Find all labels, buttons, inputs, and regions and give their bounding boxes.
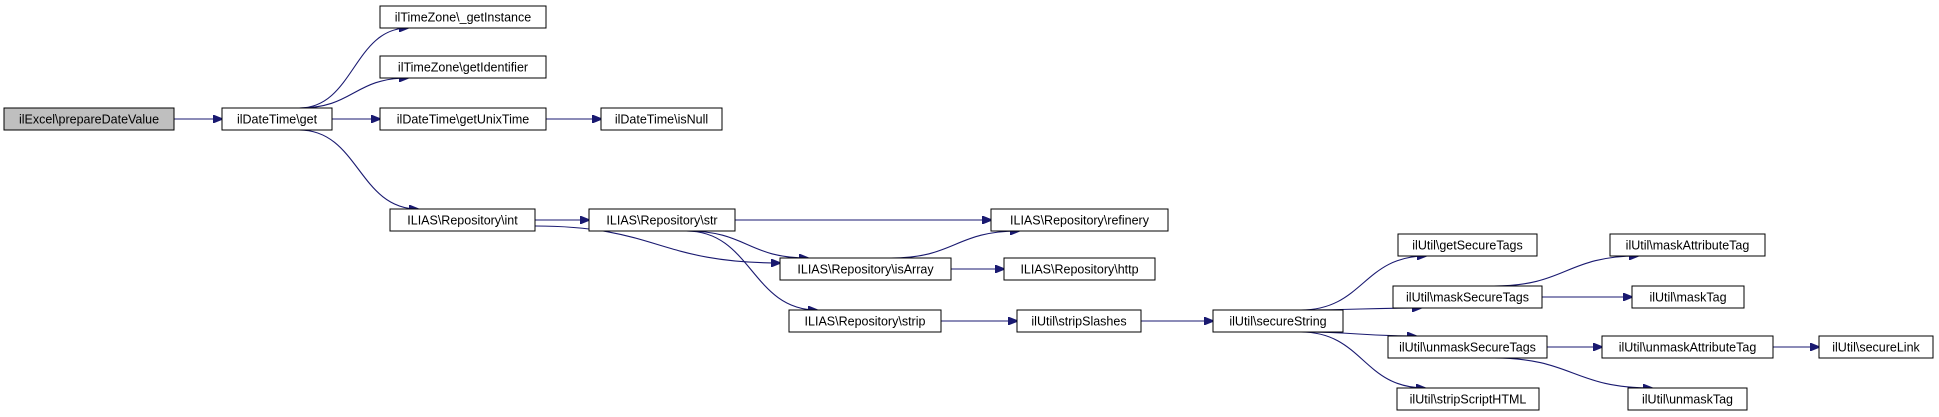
edge-n15-to-n18 [1493,256,1638,287]
node-box[interactable] [379,5,547,29]
node-layer: ilExcel\prepareDateValue ilDateTime\get il… [3,5,1934,411]
node-box[interactable] [3,107,175,131]
node-ilexcel-preparedatevalue[interactable]: ilExcel\prepareDateValue [3,107,175,131]
node-box[interactable] [1387,335,1548,359]
node-label: ilUtil\unmaskSecureTags [1399,341,1536,355]
node-box[interactable] [221,107,333,131]
node-iltimezone-getinstance[interactable]: ilTimeZone\_getInstance [379,5,547,29]
node-ilutil-getsecuretags[interactable]: ilUtil\getSecureTags [1397,233,1538,257]
node-box[interactable] [588,208,736,232]
node-ilias-repository-refinery[interactable]: ILIAS\Repository\refinery [990,208,1169,232]
edge-n9-to-n8 [891,231,1019,259]
node-box[interactable] [1212,309,1344,333]
node-label: ilDateTime\isNull [615,113,708,127]
node-ilutil-unmaskattributetag[interactable]: ilUtil\unmaskAttributeTag [1601,335,1774,359]
node-box[interactable] [779,257,952,281]
edge-n7-to-n9 [686,230,808,258]
node-ilias-repository-int[interactable]: ILIAS\Repository\int [389,208,536,232]
node-box[interactable] [1818,335,1934,359]
node-label: ilUtil\stripSlashes [1031,315,1126,329]
node-ilutil-unmasktag[interactable]: ilUtil\unmaskTag [1627,387,1748,411]
edge-n1-to-n6 [299,129,418,209]
edge-layer [173,28,1819,388]
node-label: ILIAS\Repository\refinery [1010,214,1150,228]
node-box[interactable] [600,107,723,131]
node-box[interactable] [389,208,536,232]
node-iltimezone-getidentifier[interactable]: ilTimeZone\getIdentifier [379,55,547,79]
node-ilutil-stripslashes[interactable]: ilUtil\stripSlashes [1016,309,1142,333]
edge-n13-to-n14 [1300,256,1426,311]
node-label: ILIAS\Repository\str [606,214,717,228]
edge-n6-to-n9 [534,225,780,263]
node-box[interactable] [1392,285,1543,309]
node-label: ilUtil\secureLink [1832,341,1920,355]
node-label: ILIAS\Repository\isArray [797,263,934,277]
node-ilutil-securestring[interactable]: ilUtil\secureString [1212,309,1344,333]
node-label: ilExcel\prepareDateValue [19,113,159,127]
node-label: ilUtil\maskSecureTags [1406,291,1529,305]
node-label: ILIAS\Repository\int [407,214,518,228]
edge-n16-to-n21 [1493,357,1652,388]
node-ildatetime-isnull[interactable]: ilDateTime\isNull [600,107,723,131]
node-box[interactable] [1631,285,1745,309]
node-ilias-repository-isarray[interactable]: ILIAS\Repository\isArray [779,257,952,281]
node-box[interactable] [1016,309,1142,333]
node-label: ilDateTime\getUnixTime [397,113,529,127]
node-ilutil-securelink[interactable]: ilUtil\secureLink [1818,335,1934,359]
node-box[interactable] [1601,335,1774,359]
node-label: ilUtil\maskTag [1649,291,1726,305]
edge-n7-to-n11 [686,230,817,310]
node-box[interactable] [379,107,547,131]
node-ilias-repository-http[interactable]: ILIAS\Repository\http [1003,257,1156,281]
node-ilutil-masksecuretags[interactable]: ilUtil\maskSecureTags [1392,285,1543,309]
edge-n13-to-n17 [1300,331,1425,388]
node-label: ilUtil\unmaskAttributeTag [1619,341,1757,355]
edge-n1-to-n2 [299,28,408,109]
node-ilutil-unmasksecuretags[interactable]: ilUtil\unmaskSecureTags [1387,335,1548,359]
node-box[interactable] [379,55,547,79]
node-box[interactable] [1003,257,1156,281]
node-label: ilUtil\maskAttributeTag [1626,239,1750,253]
node-box[interactable] [1397,233,1538,257]
node-ilutil-stripscripthtml[interactable]: ilUtil\stripScriptHTML [1396,387,1540,411]
node-ilutil-masktag[interactable]: ilUtil\maskTag [1631,285,1745,309]
node-label: ilUtil\stripScriptHTML [1410,393,1527,407]
node-ildatetime-getunixtime[interactable]: ilDateTime\getUnixTime [379,107,547,131]
node-label: ILIAS\Repository\strip [805,315,926,329]
node-box[interactable] [1609,233,1766,257]
node-label: ilUtil\unmaskTag [1642,393,1733,407]
node-box[interactable] [788,309,942,333]
node-label: ilTimeZone\getIdentifier [398,61,528,75]
node-ilias-repository-str[interactable]: ILIAS\Repository\str [588,208,736,232]
node-ilutil-maskattributetag[interactable]: ilUtil\maskAttributeTag [1609,233,1766,257]
node-box[interactable] [1627,387,1748,411]
node-label: ilTimeZone\_getInstance [395,11,531,25]
node-box[interactable] [990,208,1169,232]
edge-n1-to-n3 [299,78,408,109]
node-label: ilDateTime\get [237,113,318,127]
node-label: ilUtil\getSecureTags [1412,239,1522,253]
node-ilias-repository-strip[interactable]: ILIAS\Repository\strip [788,309,942,333]
node-box[interactable] [1396,387,1540,411]
node-label: ilUtil\secureString [1229,315,1326,329]
node-label: ILIAS\Repository\http [1020,263,1138,277]
node-ildatetime-get[interactable]: ilDateTime\get [221,107,333,131]
